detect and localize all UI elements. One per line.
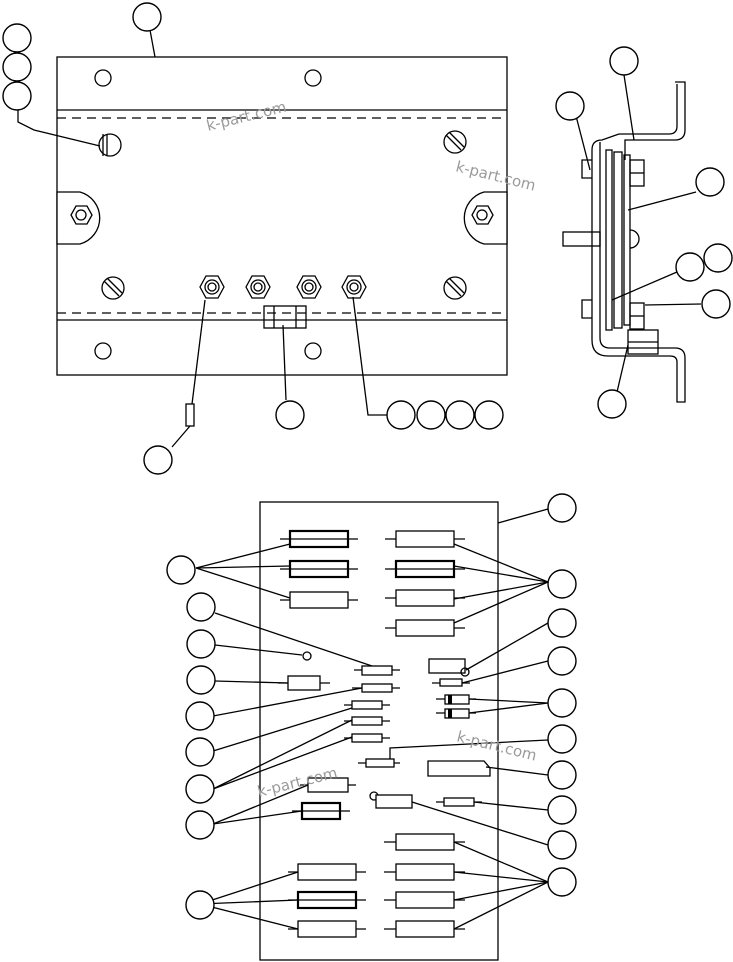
slotted-screw — [98, 133, 122, 157]
callout-balloon — [2, 23, 32, 53]
resistor — [288, 920, 366, 938]
leader-lines — [17, 29, 702, 930]
test-point — [302, 651, 312, 661]
callout-balloon — [675, 252, 705, 282]
callout-balloon — [186, 629, 216, 659]
callout-balloon — [703, 243, 733, 273]
callout-balloon — [547, 646, 577, 676]
side-shaft — [562, 231, 601, 247]
mounting-hole — [94, 342, 112, 360]
resistor — [384, 891, 465, 909]
callout-balloon — [2, 81, 32, 111]
wire-clip — [263, 305, 307, 329]
resistor — [384, 863, 465, 881]
callout-balloon — [547, 493, 577, 523]
callout-balloon — [555, 91, 585, 121]
callout-balloon — [474, 400, 504, 430]
callout-balloon — [445, 400, 475, 430]
callout-balloon — [185, 774, 215, 804]
watermark-text: k-part.com — [256, 764, 340, 801]
callout-balloon — [186, 592, 216, 622]
callout-balloon — [547, 867, 577, 897]
callout-balloon — [143, 445, 173, 475]
watermark-text: k-part.com — [454, 157, 538, 194]
mounting-hole — [94, 69, 112, 87]
resistor — [384, 920, 465, 938]
mounting-hole — [304, 342, 322, 360]
callout-balloon — [547, 724, 577, 754]
circuit-board — [259, 501, 499, 961]
small-component — [344, 700, 390, 710]
terminal-nut — [245, 275, 271, 299]
callout-balloon — [547, 795, 577, 825]
callout-balloon — [547, 830, 577, 860]
callout-balloon — [701, 289, 731, 319]
callout-balloon — [547, 688, 577, 718]
callout-balloon — [185, 890, 215, 920]
callout-balloons — [2, 2, 733, 920]
callout-balloon — [386, 400, 416, 430]
callout-balloon — [185, 701, 215, 731]
callout-balloon — [166, 555, 196, 585]
callout-balloon — [185, 810, 215, 840]
leader-line — [389, 739, 549, 759]
resistor — [288, 890, 366, 910]
relay-block — [428, 658, 466, 674]
callout-balloon — [609, 46, 639, 76]
cable-tag — [185, 403, 195, 427]
resistor — [385, 589, 465, 607]
terminal-nut — [199, 275, 225, 299]
slotted-screw — [443, 276, 467, 300]
resistor — [280, 529, 358, 549]
top-plate-front-view — [56, 56, 508, 427]
slotted-screw — [443, 130, 467, 154]
callout-balloon — [2, 52, 32, 82]
resistor — [280, 591, 358, 609]
callout-balloon — [547, 760, 577, 790]
callout-balloon — [547, 569, 577, 599]
terminal-nut — [296, 275, 322, 299]
callout-balloon — [597, 389, 627, 419]
circuit-board-component-layout — [259, 501, 549, 961]
resistor — [385, 619, 465, 637]
terminal-nut — [341, 275, 367, 299]
small-component — [344, 733, 390, 743]
callout-balloon — [416, 400, 446, 430]
small-component — [354, 665, 400, 676]
hex-nut — [471, 205, 494, 225]
connector-block — [427, 760, 491, 777]
callout-balloon — [186, 665, 216, 695]
callout-balloon — [547, 608, 577, 638]
small-component — [344, 716, 390, 726]
left-tab — [56, 191, 101, 245]
resistor — [385, 559, 465, 579]
resistor — [385, 530, 465, 548]
side-profile-view — [562, 81, 686, 403]
resistor — [288, 863, 366, 881]
small-component — [358, 758, 400, 768]
resistor — [280, 559, 358, 579]
callout-balloon — [185, 737, 215, 767]
watermark-text: k-part.com — [455, 727, 539, 764]
slotted-screw — [101, 276, 125, 300]
mounting-hole — [304, 69, 322, 87]
watermark-text: k-part.com — [205, 98, 289, 135]
test-point — [460, 667, 470, 677]
hex-nut — [70, 205, 93, 225]
relay-block — [375, 794, 413, 809]
callout-balloon — [695, 167, 725, 197]
callout-balloon — [132, 2, 162, 32]
callout-balloon — [275, 400, 305, 430]
resistor — [384, 833, 465, 851]
